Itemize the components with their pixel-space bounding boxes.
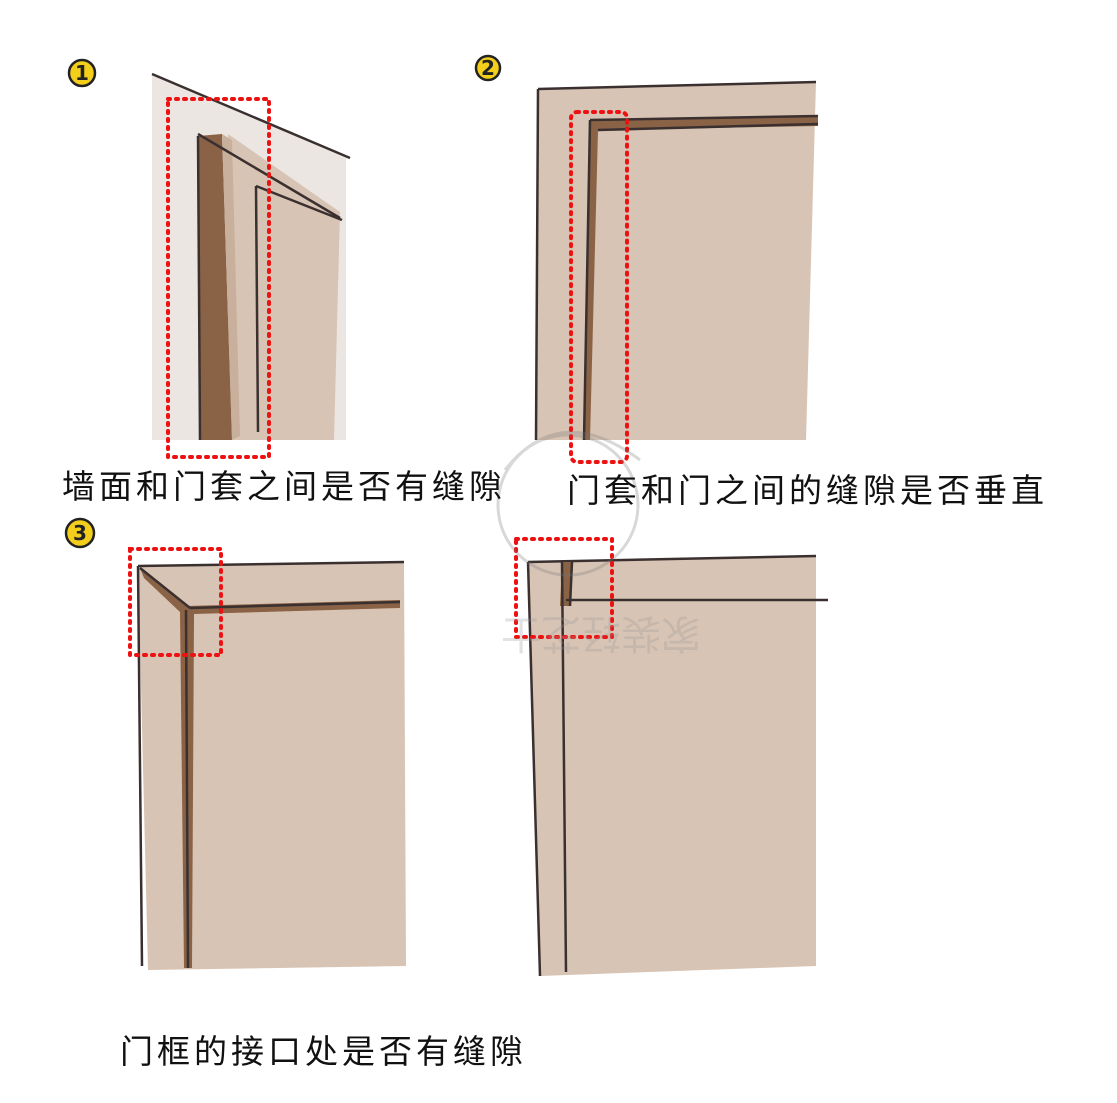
step-badge-1-number: 1 — [75, 61, 89, 85]
step-badge-2: 2 — [474, 54, 502, 82]
door-panel-2 — [536, 82, 816, 440]
step-badge-3-number: 3 — [73, 521, 87, 545]
frame-joint-miter — [140, 568, 400, 968]
caption-panel-2: 门套和门之间的缝隙是否垂直 — [567, 471, 1048, 510]
door-panel-3a — [138, 562, 406, 970]
step-badge-1: 1 — [67, 58, 97, 88]
door3a-left-line — [136, 565, 144, 967]
caption-panel-3: 门框的接口处是否有缝隙 — [120, 1032, 527, 1071]
wall-top-line — [151, 72, 351, 160]
frame-head-line — [189, 600, 401, 610]
panel-3-illustration-left — [128, 547, 406, 970]
highlight-box-3b — [514, 537, 614, 639]
step-badge-2-number: 2 — [481, 56, 495, 80]
butt-joint-leg-line-2 — [568, 561, 574, 607]
butt-joint-leg-line — [560, 561, 568, 973]
inner-gap-left-line — [582, 119, 592, 441]
caption-panel-1: 墙面和门套之间是否有缝隙 — [62, 467, 506, 506]
door-casing-side — [222, 134, 240, 440]
frame-leg-line — [184, 609, 190, 969]
door3b-left-line — [526, 561, 542, 977]
highlight-box-1 — [166, 97, 271, 459]
panel-1-illustration — [151, 72, 351, 459]
door-panel-3b — [528, 556, 816, 976]
inner-gap-top-line-2 — [597, 122, 819, 132]
highlight-box-3a — [128, 547, 223, 657]
panel-2-illustration — [534, 80, 819, 464]
door3a-top-line — [137, 560, 405, 568]
watermark: 家装轻芝士 — [496, 430, 701, 656]
joint-miter-line — [139, 567, 191, 609]
watermark-mascot-icon — [496, 433, 640, 577]
watermark-mascot-hair — [503, 430, 641, 471]
door-casing-edge-dark — [198, 134, 232, 440]
door-left-line — [254, 185, 260, 433]
casing-outer-vertical — [196, 135, 202, 441]
step-badge-3: 3 — [64, 517, 96, 549]
door-outer-top-line — [537, 80, 817, 91]
panel-3-illustration-right — [514, 537, 828, 977]
highlight-box-2 — [569, 110, 629, 464]
watermark-text: 家装轻芝士 — [501, 610, 701, 656]
door-outer-left-line — [534, 88, 540, 441]
door3b-top-line — [527, 554, 817, 564]
